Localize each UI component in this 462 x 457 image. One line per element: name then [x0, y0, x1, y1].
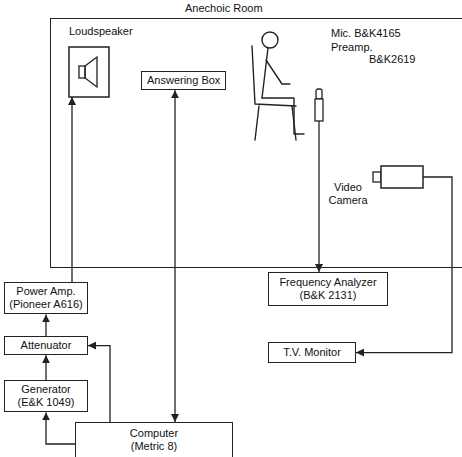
box-label: Computer (Metric 8) [121, 427, 187, 453]
answering-box: Answering Box [141, 71, 226, 90]
speaker-symbol [69, 47, 109, 97]
seated-person [252, 32, 304, 140]
signal-line [174, 90, 175, 422]
signal-line [45, 355, 46, 380]
loudspeaker: Loudspeaker [69, 47, 109, 97]
signal-line [46, 412, 75, 444]
part-label: Mic. B&K4165 [331, 27, 401, 40]
box-label: Power Amp. (Pioneer A616) [9, 285, 83, 311]
part-label: Video Camera [326, 181, 370, 207]
video-camera: Video Camera [373, 166, 423, 188]
part-label: B&K2619 [369, 53, 415, 66]
box-label: T.V. Monitor [273, 346, 351, 359]
box-label: Frequency Analyzer (B&K 2131) [273, 276, 383, 302]
process-box: T.V. Monitor [268, 342, 356, 363]
box-label: Generator (E&K 1049) [9, 383, 83, 409]
signal-line [71, 97, 72, 282]
mic-symbol [314, 89, 324, 151]
process-box: Attenuator [4, 336, 88, 355]
room-heading: Anechoic Room [185, 2, 263, 15]
box-label: Attenuator [9, 339, 83, 352]
anechoic-room: Anechoic RoomLoudspeakerAnswering BoxMic… [50, 18, 462, 268]
microphone: Mic. B&K4165Preamp.B&K2619 [314, 89, 324, 151]
signal-line [356, 177, 452, 353]
process-box: Generator (E&K 1049) [4, 380, 88, 412]
part-label: Loudspeaker [69, 25, 133, 38]
signal-line [318, 151, 319, 272]
process-box: Computer (Metric 8) [75, 422, 233, 457]
part-label: Preamp. [331, 41, 373, 54]
process-box: Frequency Analyzer (B&K 2131) [268, 272, 388, 306]
signal-line [45, 314, 46, 336]
box-label: Answering Box [147, 74, 220, 87]
camera-symbol [373, 166, 423, 188]
process-box: Power Amp. (Pioneer A616) [4, 282, 88, 314]
signal-line [88, 346, 110, 422]
